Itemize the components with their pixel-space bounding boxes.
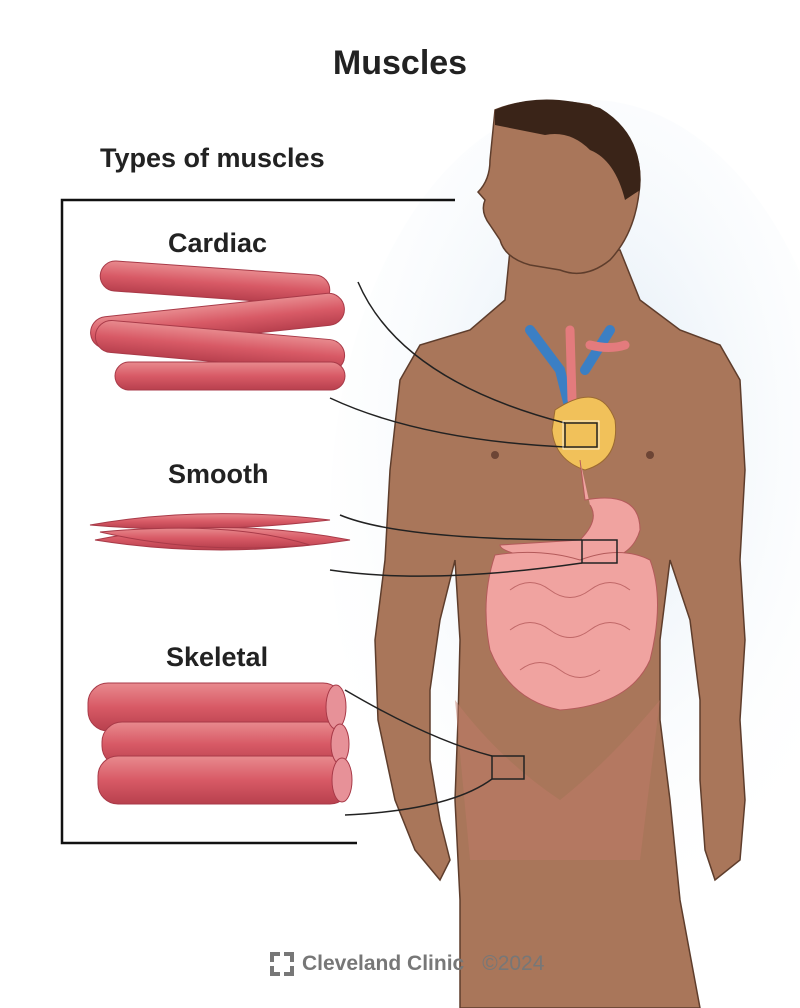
cardiac-muscle-fibers xyxy=(90,260,346,391)
label-smooth: Smooth xyxy=(168,459,269,489)
footer: Cleveland Clinic ©2024 xyxy=(270,952,544,976)
nipple-left xyxy=(491,451,499,459)
page-title: Muscles xyxy=(332,44,468,82)
leader-lines xyxy=(329,281,618,816)
label-skeletal: Skeletal xyxy=(166,642,269,672)
intestine-folds xyxy=(509,582,631,678)
hair xyxy=(495,99,641,200)
types-bracket xyxy=(60,198,455,845)
cardiac-callout-box xyxy=(564,422,598,448)
cleveland-clinic-logo-icon xyxy=(270,952,294,976)
brand-name: Cleveland Clinic xyxy=(302,952,465,975)
copyright: ©2024 xyxy=(482,952,545,975)
thigh-muscles xyxy=(455,700,660,860)
smooth-callout-box xyxy=(581,539,618,564)
intestines xyxy=(485,551,658,711)
nipple-right xyxy=(646,451,654,459)
skeletal-muscle-fibers xyxy=(87,682,353,805)
heart xyxy=(551,396,617,471)
great-vessels xyxy=(525,325,630,415)
smooth-muscle-fibers xyxy=(89,513,351,551)
skeletal-callout-box xyxy=(491,755,525,780)
label-cardiac: Cardiac xyxy=(168,228,268,258)
section-heading: Types of muscles xyxy=(100,143,325,173)
